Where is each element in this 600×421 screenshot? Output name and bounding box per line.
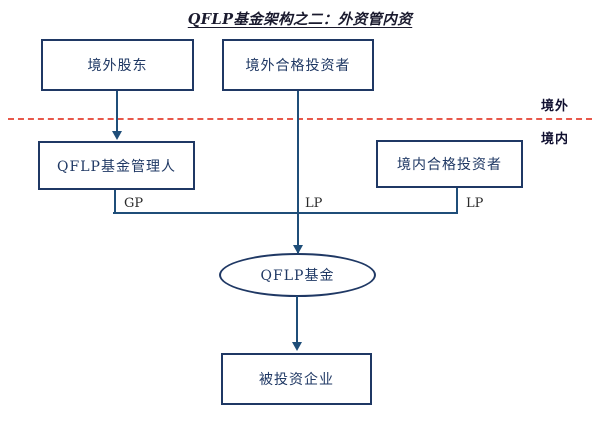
connector-shareholder-to-manager [116,91,118,133]
node-offshore-shareholder[interactable]: 境外股东 [41,39,194,91]
arrowhead-offshore-investor-to-fund [293,245,303,254]
arrowhead-fund-to-enterprise [292,342,302,351]
offshore-onshore-divider [8,118,592,120]
edge-label-lp-onshore: LP [466,196,484,211]
edge-label-gp: GP [124,196,144,211]
page-title: QFLP基金架构之二：外资管内资 [187,11,413,28]
connector-manager-gp-stub [114,190,116,214]
edge-label-lp-offshore: LP [305,196,323,211]
node-qflp-fund-manager-label: QFLP基金管理人 [57,158,176,175]
node-offshore-shareholder-label: 境外股东 [87,58,148,74]
node-onshore-qualified-investor[interactable]: 境内合格投资者 [376,140,523,188]
node-offshore-qualified-investor-label: 境外合格投资者 [245,58,351,74]
connector-offshore-investor-to-fund [297,91,299,253]
zone-label-onshore: 境内 [541,132,570,147]
connector-fund-to-enterprise [296,296,298,344]
node-offshore-qualified-investor[interactable]: 境外合格投资者 [222,39,374,91]
node-onshore-qualified-investor-label: 境内合格投资者 [397,157,502,173]
node-qflp-fund[interactable]: QFLP基金 [219,253,376,297]
node-qflp-fund-manager[interactable]: QFLP基金管理人 [38,141,195,190]
node-invested-enterprise[interactable]: 被投资企业 [221,353,372,405]
connector-partner-bus [113,212,457,214]
node-qflp-fund-label: QFLP基金 [260,268,335,284]
zone-label-offshore: 境外 [541,99,570,114]
arrowhead-shareholder-to-manager [112,131,122,140]
connector-onshore-investor-lp-stub [456,188,458,214]
node-invested-enterprise-label: 被投资企业 [259,372,334,388]
